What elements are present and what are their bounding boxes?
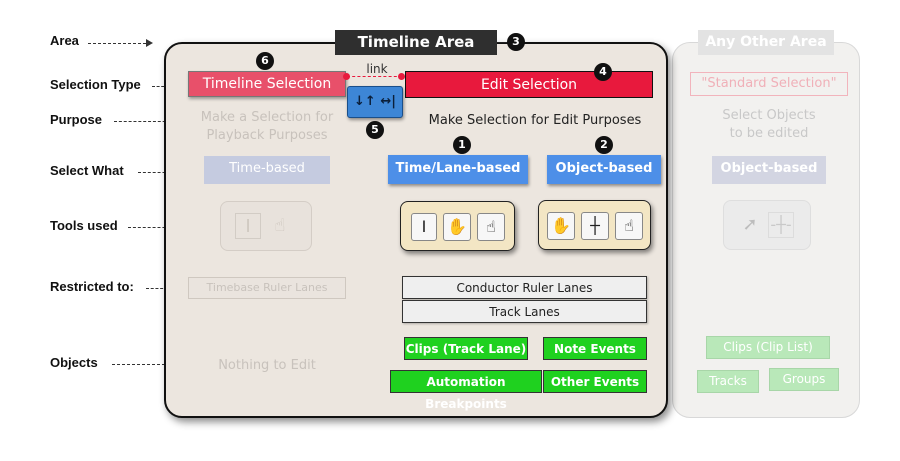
time-based: Time-based — [204, 156, 330, 184]
other-purpose-line1: Select Objects — [722, 108, 816, 123]
badge-5: 5 — [366, 121, 384, 139]
marquee-hand-icon[interactable]: ✋ — [547, 212, 575, 240]
object-tools-box: ✋ ┼ ☝ — [538, 200, 651, 250]
arrow-objects — [112, 364, 190, 365]
row-label-objects: Objects — [50, 355, 98, 370]
time-lane-tools-box: I ✋ ☝ — [400, 201, 515, 251]
i-beam-icon[interactable]: I — [411, 213, 437, 241]
other-purpose-line2: to be edited — [729, 126, 809, 141]
connector-line — [497, 42, 507, 43]
row-label-selection-type: Selection Type — [50, 77, 141, 92]
badge-1: 1 — [453, 136, 471, 154]
badge-3: 3 — [507, 33, 525, 51]
row-label-select-what: Select What — [50, 163, 124, 178]
hand-pointer-icon[interactable]: ☝ — [615, 212, 643, 240]
other-tools-box: ➚ -┼- — [723, 200, 811, 250]
hand-pointer-icon[interactable]: ☝ — [477, 213, 505, 241]
track-lanes: Track Lanes — [402, 300, 647, 323]
other-events: Other Events — [543, 370, 647, 393]
arrow-tools-used — [128, 227, 190, 228]
link-label: link — [366, 62, 388, 76]
edit-purpose: Make Selection for Edit Purposes — [428, 113, 642, 128]
i-beam-icon: I — [235, 213, 261, 239]
crosshair-icon[interactable]: ┼ — [581, 212, 609, 240]
row-label-tools-used: Tools used — [50, 218, 118, 233]
other-object-based: Object-based — [712, 156, 826, 184]
other-tracks: Tracks — [697, 370, 759, 393]
timeline-area-title: Timeline Area — [335, 30, 497, 55]
badge-6: 6 — [256, 52, 274, 70]
arrow-area — [88, 43, 146, 44]
row-label-restricted-to: Restricted to: — [50, 279, 134, 294]
edit-selection-button[interactable]: Edit Selection — [405, 71, 653, 98]
timebase-ruler-lanes: Timebase Ruler Lanes — [188, 277, 346, 299]
timeline-purpose-line2: Playback Purposes — [206, 128, 328, 143]
automation-breakpoints: Automation Breakpoints — [390, 370, 542, 411]
other-area-title: Any Other Area — [698, 30, 834, 55]
badge-4: 4 — [594, 63, 612, 81]
link-dot-right — [398, 73, 405, 80]
row-label-purpose: Purpose — [50, 112, 103, 127]
timeline-purpose-line1: Make a Selection for — [200, 110, 334, 125]
row-label-area: Area — [50, 33, 79, 48]
timeline-selection-button[interactable]: Timeline Selection — [188, 71, 346, 97]
standard-selection: "Standard Selection" — [690, 72, 848, 96]
arrowhead-icon — [146, 39, 153, 47]
hand-grab-icon[interactable]: ✋ — [443, 213, 471, 241]
object-based[interactable]: Object-based — [547, 155, 661, 184]
arrow-purpose — [114, 121, 190, 122]
note-events: Note Events — [543, 337, 647, 360]
conductor-ruler-lanes: Conductor Ruler Lanes — [402, 276, 647, 299]
arrow-pointer-icon: ➚ — [742, 214, 758, 235]
time-lane-based[interactable]: Time/Lane-based — [388, 155, 528, 184]
hand-pointer-icon: ☝ — [274, 215, 286, 236]
link-dot-left — [343, 73, 350, 80]
link-toggle-button[interactable]: ↓↑ ↔| — [347, 86, 403, 118]
badge-2: 2 — [595, 136, 613, 154]
other-clips-clip-list: Clips (Clip List) — [706, 336, 830, 359]
nothing-to-edit: Nothing to Edit — [218, 358, 316, 373]
other-groups: Groups — [769, 368, 839, 391]
crosshair-icon: -┼- — [768, 212, 794, 238]
clips-track-lane: Clips (Track Lane) — [404, 337, 528, 360]
timeline-tools-box: I ☝ — [220, 201, 312, 251]
link-line — [347, 76, 402, 77]
